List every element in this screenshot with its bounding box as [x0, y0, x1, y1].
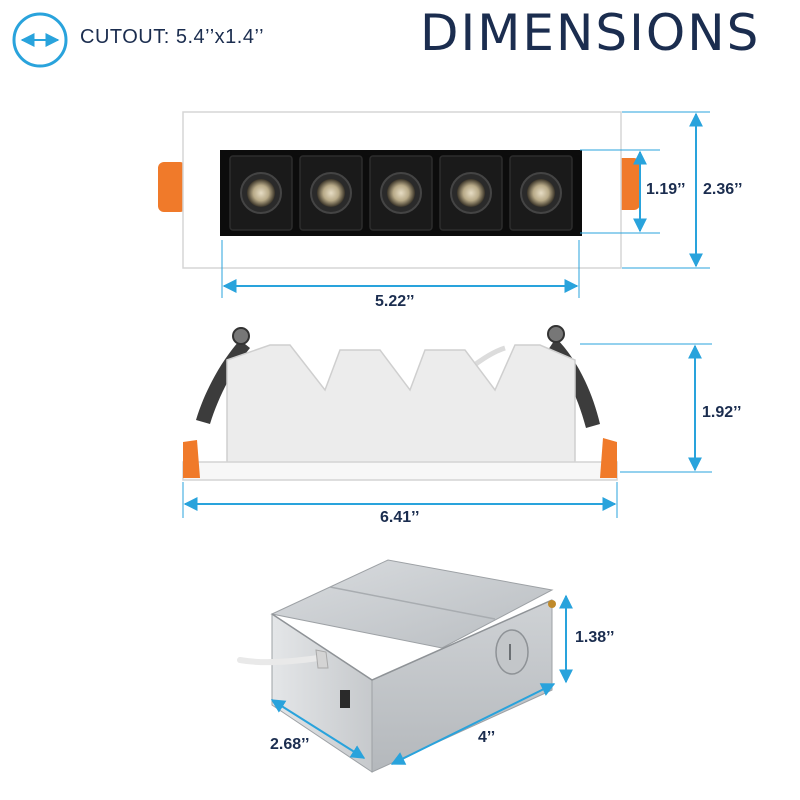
dim-housing-height	[580, 343, 712, 473]
label-trim-height: 2.36’’	[703, 181, 743, 198]
led-module	[369, 155, 433, 231]
page-title: DIMENSIONS	[420, 4, 761, 62]
fixture-top-view	[158, 111, 640, 269]
led-module	[299, 155, 363, 231]
dim-trim-width	[221, 240, 580, 298]
dim-box-depth	[270, 699, 366, 759]
heatsink	[226, 344, 576, 466]
led-module	[229, 155, 293, 231]
screw	[548, 600, 556, 608]
dim-aperture-height	[580, 149, 660, 234]
led-module	[509, 155, 573, 231]
led-module	[439, 155, 503, 231]
switch	[340, 690, 350, 708]
dim-box-length	[390, 683, 556, 765]
label-trim-width: 5.22’’	[375, 293, 415, 310]
label-housing-height: 1.92’’	[702, 404, 742, 421]
dim-overall-width	[182, 482, 618, 518]
cutout-label: CUTOUT: 5.4’’x1.4’’	[80, 26, 265, 48]
dim-trim-height	[622, 111, 710, 269]
spring-clip-left	[158, 162, 186, 212]
width-arrow-circle-icon	[12, 12, 68, 68]
fixture-side-view	[182, 325, 618, 481]
knockout	[495, 629, 529, 675]
label-box-height: 1.38’’	[575, 629, 615, 646]
label-overall-width: 6.41’’	[380, 509, 420, 526]
label-box-length: 4’’	[478, 729, 496, 746]
led-row	[229, 155, 573, 231]
trim-flange	[182, 461, 618, 481]
label-box-depth: 2.68’’	[270, 736, 310, 753]
label-aperture-height: 1.19’’	[646, 181, 686, 198]
